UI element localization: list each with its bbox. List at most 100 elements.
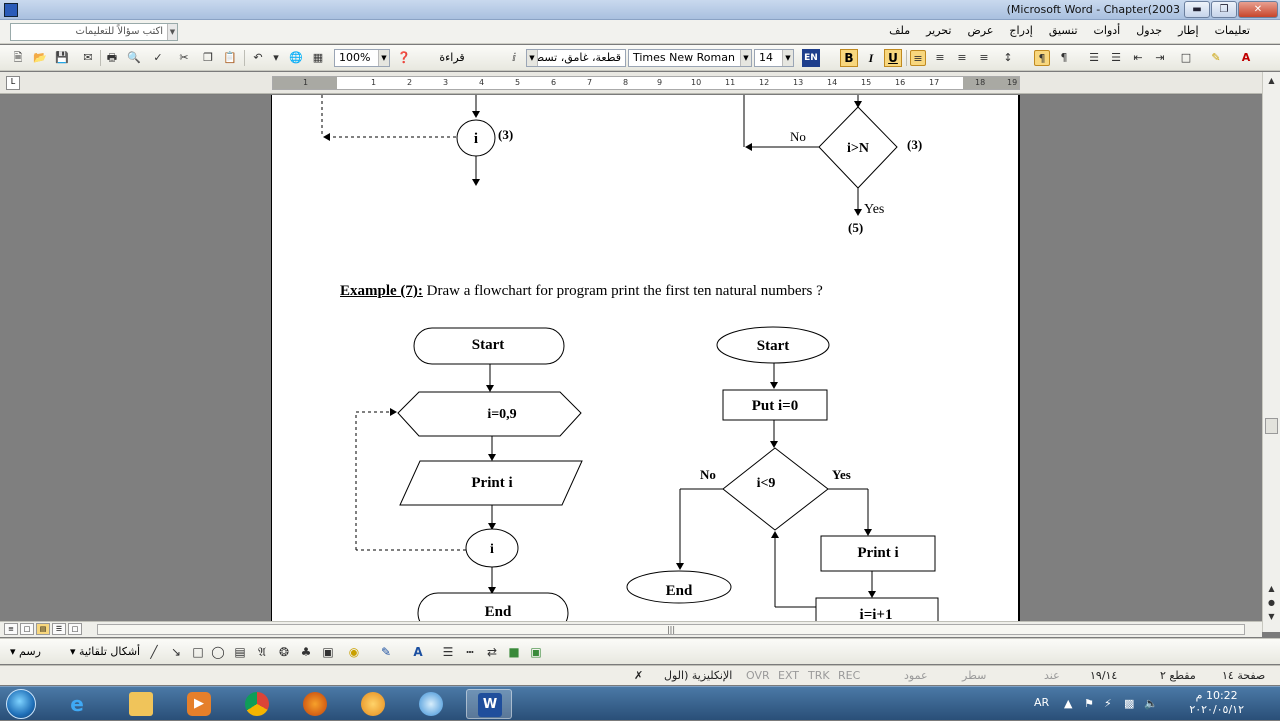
font-color-icon[interactable]: A <box>413 645 423 659</box>
web-view-icon[interactable]: □ <box>20 623 34 635</box>
ext-status[interactable]: EXT <box>778 669 800 682</box>
power-icon[interactable]: ⚡ <box>1104 697 1112 710</box>
font-combo[interactable]: Times New Roman ▼ <box>628 49 752 67</box>
new-document-icon[interactable]: 🗎 <box>13 51 23 64</box>
zoom-combo[interactable]: 100% ▼ <box>334 49 390 67</box>
picture-icon[interactable]: ▣ <box>322 645 334 659</box>
flag-icon[interactable]: ⚑ <box>1084 697 1094 710</box>
underline-button[interactable]: U <box>884 49 902 67</box>
browse-object-icon[interactable]: ● <box>1268 598 1275 607</box>
line-tool-icon[interactable]: ╱ <box>150 645 158 659</box>
align-right-icon[interactable]: ≡ <box>957 51 967 64</box>
diagram-icon[interactable]: ❂ <box>278 645 290 659</box>
cut-icon[interactable]: ✂ <box>179 51 189 64</box>
copy-icon[interactable]: ❐ <box>203 51 213 64</box>
outline-view-icon[interactable]: ☰ <box>52 623 66 635</box>
trk-status[interactable]: TRK <box>808 669 830 682</box>
table-icon[interactable]: ▦ <box>312 51 324 64</box>
taskbar-word[interactable]: W <box>466 689 512 719</box>
undo-icon[interactable]: ↶ <box>253 51 263 64</box>
menu-window[interactable]: إطار <box>1178 24 1199 37</box>
horizontal-scroll-thumb[interactable]: ||| <box>97 624 1245 635</box>
font-color-icon[interactable]: A <box>1241 51 1251 64</box>
reading-view-icon[interactable]: □ <box>68 623 82 635</box>
highlight-icon[interactable]: ✎ <box>1211 51 1221 64</box>
menu-tools[interactable]: أدوات <box>1093 24 1121 37</box>
menu-format[interactable]: تنسيق <box>1048 24 1078 37</box>
font-size-combo[interactable]: 14 ▼ <box>754 49 794 67</box>
justify-icon[interactable]: ≡ <box>979 51 989 64</box>
line-spacing-icon[interactable]: ↕ <box>1003 51 1013 64</box>
taskbar-app[interactable] <box>350 689 396 719</box>
rec-status[interactable]: REC <box>838 669 861 682</box>
taskbar-app-2[interactable] <box>408 689 454 719</box>
taskbar-media-player[interactable]: ▶ <box>176 689 222 719</box>
permission-icon[interactable]: ✉ <box>83 51 93 64</box>
horizontal-scrollbar[interactable]: ≡ □ ▤ ☰ □ ||| <box>0 621 1262 637</box>
draw-menu[interactable]: رسم ▾ <box>10 645 41 658</box>
taskbar-chrome[interactable] <box>234 689 280 719</box>
clipart-icon[interactable]: ♣ <box>300 645 312 659</box>
chevron-down-icon[interactable]: ▾ <box>273 51 279 64</box>
open-folder-icon[interactable]: 📂 <box>33 51 47 64</box>
clock[interactable]: 10:22 م ٢٠٢٠/٠٥/١٢ <box>1189 689 1244 717</box>
styles-icon[interactable]: ⅈ <box>512 51 516 64</box>
taskbar-explorer[interactable] <box>118 689 164 719</box>
close-button[interactable]: ✕ <box>1238 1 1278 18</box>
scroll-up-icon[interactable]: ▲ <box>1268 76 1275 85</box>
decrease-indent-icon[interactable]: ⇤ <box>1133 51 1143 64</box>
line-style-icon[interactable]: ☰ <box>442 645 454 659</box>
ltr-direction-icon[interactable]: ¶ <box>1060 51 1068 64</box>
volume-icon[interactable]: 🔈 <box>1144 697 1158 710</box>
chevron-down-icon[interactable]: ▼ <box>782 50 793 66</box>
read-mode-button[interactable]: قراءة <box>422 49 482 67</box>
wordart-icon[interactable]: 𝔄 <box>258 645 266 659</box>
chevron-down-icon[interactable]: ▼ <box>527 50 538 66</box>
textbox-tool-icon[interactable]: ▤ <box>234 645 246 659</box>
ruler-scale[interactable]: 1 1 2 3 4 5 6 7 8 9 10 11 12 13 14 15 16… <box>272 76 1020 90</box>
shadow-icon[interactable]: ■ <box>508 645 520 659</box>
spelling-status-icon[interactable]: ✗ <box>634 669 644 682</box>
ovr-status[interactable]: OVR <box>746 669 770 682</box>
print-layout-view-icon[interactable]: ▤ <box>36 623 50 635</box>
print-icon[interactable]: 🖶 <box>106 51 118 64</box>
align-center-icon[interactable]: ≡ <box>935 51 945 64</box>
vertical-scrollbar[interactable]: ▲ ▲ ● ▼ <box>1262 72 1280 632</box>
taskbar-firefox[interactable] <box>292 689 338 719</box>
menu-view[interactable]: عرض <box>967 24 994 37</box>
vertical-scroll-thumb[interactable] <box>1265 418 1278 434</box>
borders-icon[interactable]: □ <box>1180 51 1192 64</box>
start-button[interactable] <box>6 689 36 719</box>
hyperlink-icon[interactable]: 🌐 <box>289 51 303 64</box>
minimize-button[interactable]: ▬ <box>1184 1 1210 18</box>
arrow-style-icon[interactable]: ⇄ <box>486 645 498 659</box>
next-page-icon[interactable]: ▼ <box>1268 612 1275 621</box>
language-badge[interactable]: EN <box>802 49 820 67</box>
spelling-icon[interactable]: ✓ <box>153 51 163 64</box>
menu-help[interactable]: تعليمات <box>1214 24 1250 37</box>
chevron-down-icon[interactable]: ▼ <box>378 50 389 66</box>
help-search-input[interactable]: اكتب سؤالاً للتعليمات ▼ <box>10 23 178 41</box>
word-app-icon[interactable] <box>4 3 18 17</box>
document-area[interactable]: i (3) i>N (3) No Yes (5) Start <box>0 95 1262 621</box>
taskbar-ie[interactable]: e <box>54 689 100 719</box>
dash-style-icon[interactable]: ┅ <box>466 645 474 659</box>
autoshapes-menu[interactable]: أشكال تلقائية ▾ <box>70 645 141 658</box>
bullets-icon[interactable]: ☰ <box>1111 51 1121 64</box>
italic-button[interactable]: I <box>868 51 874 65</box>
previous-page-icon[interactable]: ▲ <box>1268 584 1275 593</box>
oval-tool-icon[interactable]: ◯ <box>211 645 225 659</box>
align-left-icon[interactable]: ≡ <box>910 50 926 66</box>
input-language[interactable]: AR <box>1034 696 1050 709</box>
line-color-icon[interactable]: ✎ <box>380 645 392 659</box>
fill-color-icon[interactable]: ◉ <box>348 645 360 659</box>
help-icon[interactable]: ❓ <box>397 51 411 64</box>
chevron-down-icon[interactable]: ▼ <box>167 24 177 40</box>
menu-edit[interactable]: تحرير <box>926 24 952 37</box>
bold-button[interactable]: B <box>840 49 858 67</box>
chevron-down-icon[interactable]: ▼ <box>740 50 751 66</box>
numbering-icon[interactable]: ☰ <box>1089 51 1099 64</box>
style-combo[interactable]: قطعة، غامق، تسطير ▼ <box>526 49 626 67</box>
show-hidden-icons-icon[interactable]: ▲ <box>1064 697 1073 710</box>
increase-indent-icon[interactable]: ⇥ <box>1155 51 1165 64</box>
